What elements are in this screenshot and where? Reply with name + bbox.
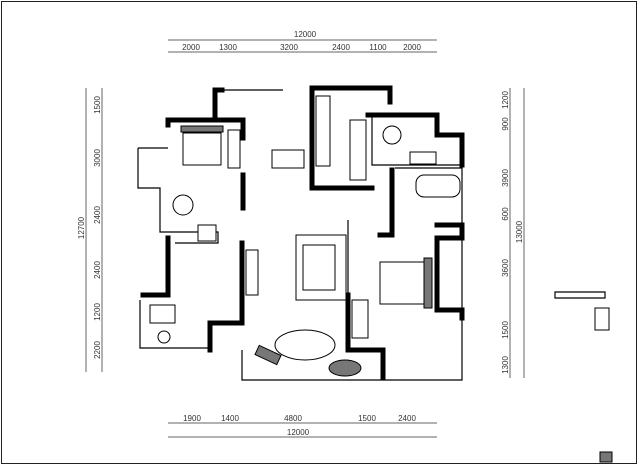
dim-left-1: 1500 (93, 96, 102, 114)
dim-bottom-2: 1400 (221, 414, 239, 423)
coffee-table-icon (302, 244, 336, 291)
dim-right-4: 600 (501, 207, 510, 221)
dim-left-5: 1200 (93, 303, 102, 321)
dim-right-6: 1500 (501, 321, 510, 339)
side-table-icon (197, 224, 217, 242)
legend-box-icon (594, 307, 610, 331)
vanity-icon (409, 151, 437, 165)
counter-icon (349, 119, 367, 181)
dim-left-2: 3000 (93, 149, 102, 167)
garden-table-icon (274, 329, 336, 361)
dim-left-total: 12700 (77, 216, 86, 239)
dim-top-4: 2400 (332, 43, 350, 52)
dim-bottom-4: 1500 (358, 414, 376, 423)
closet-icon (351, 299, 369, 339)
right-dimensions: 1200 900 3900 600 3600 1500 1300 13000 (501, 88, 525, 378)
dim-left-4: 2400 (93, 261, 102, 279)
dim-top-1: 2000 (182, 43, 200, 52)
dim-right-2: 900 (501, 117, 510, 131)
tv-cabinet-icon (245, 249, 259, 296)
walls (137, 85, 465, 381)
plants-icon (328, 359, 362, 377)
dim-top-5: 1100 (369, 43, 387, 52)
furniture (149, 95, 613, 463)
kitchen-counter-icon (315, 95, 331, 167)
lounge-chair-icon (254, 344, 282, 366)
dim-left-3: 2400 (93, 206, 102, 224)
chair-icon (157, 330, 171, 344)
master-headboard-icon (423, 257, 433, 309)
dim-left-6: 2200 (93, 341, 102, 359)
dim-bottom-1: 1900 (183, 414, 201, 423)
bathtub-icon (415, 174, 461, 198)
dim-right-5: 3600 (501, 259, 510, 277)
dim-right-total: 13000 (515, 220, 524, 243)
dining-table-icon (271, 149, 305, 169)
bed-icon (182, 132, 222, 166)
master-bed-icon (379, 261, 431, 305)
dim-top-total: 12000 (294, 30, 317, 39)
round-table-icon (172, 194, 194, 216)
desk-icon (149, 304, 176, 324)
toilet-icon (382, 125, 402, 145)
dim-top-6: 2000 (403, 43, 421, 52)
dim-top-2: 1300 (219, 43, 237, 52)
dim-bottom-3: 4800 (284, 414, 302, 423)
left-dimensions: 12700 1500 3000 2400 2400 1200 2200 (77, 88, 103, 372)
dim-bottom-5: 2400 (398, 414, 416, 423)
dim-right-7: 1300 (501, 356, 510, 374)
legend-bar-icon (554, 291, 606, 299)
dim-right-3: 3900 (501, 169, 510, 187)
headboard-icon (180, 125, 224, 133)
corner-mark-icon (599, 451, 613, 463)
top-dimensions: 12000 2000 1300 3200 2400 1100 2000 (168, 30, 437, 53)
dim-right-1: 1200 (501, 91, 510, 109)
wardrobe-icon (227, 129, 241, 169)
dim-bottom-total: 12000 (287, 428, 310, 437)
dim-top-3: 3200 (280, 43, 298, 52)
bottom-dimensions: 1900 1400 4800 1500 2400 12000 (168, 414, 437, 438)
